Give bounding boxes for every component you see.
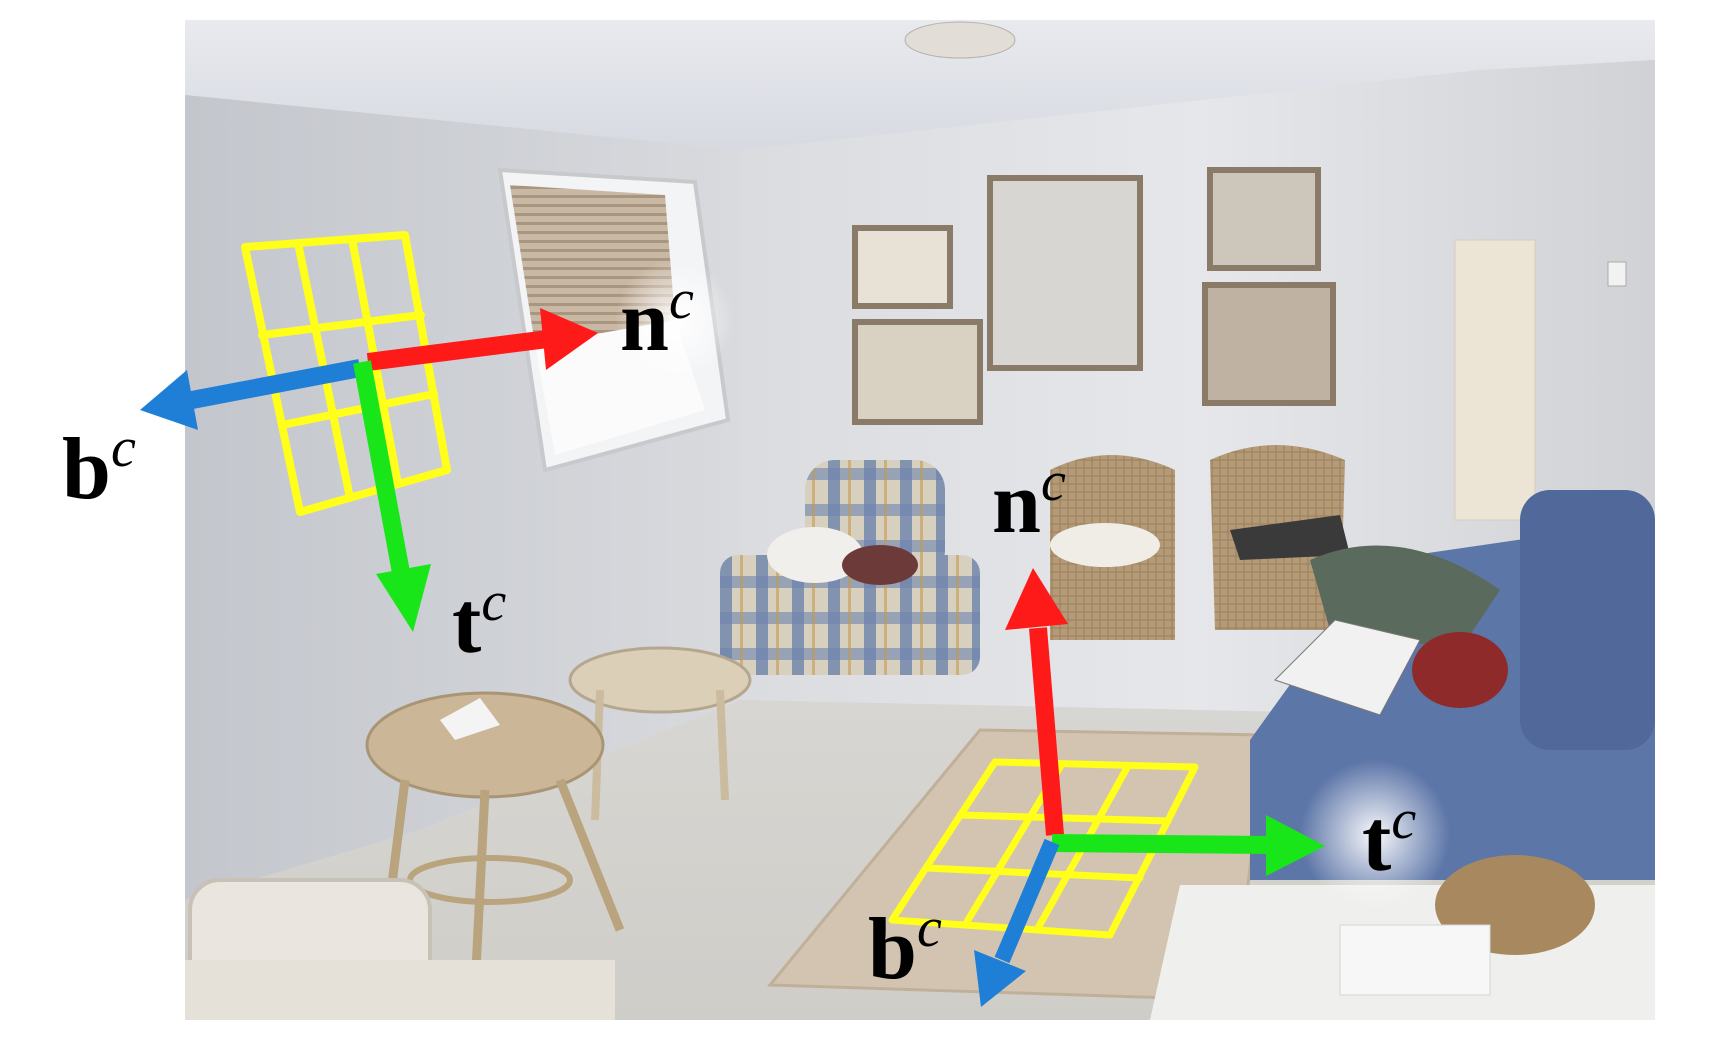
wall-normal-arrowhead xyxy=(540,308,598,370)
svg-text:tc: tc xyxy=(452,571,506,672)
glare-sofa xyxy=(1300,760,1450,910)
floor-normal-label-base: n xyxy=(992,455,1041,552)
wall-tangent-arrowhead xyxy=(376,564,431,632)
wall-frames xyxy=(852,167,1336,425)
light-switch xyxy=(1607,261,1627,287)
side-tables xyxy=(365,646,752,991)
floor-normal-arrowhead xyxy=(1005,568,1068,630)
floor-bitangent-arrow xyxy=(994,838,1060,964)
wall-bitangent-label: bc xyxy=(62,417,136,518)
foreground-table-left xyxy=(185,960,615,1020)
svg-text:nc: nc xyxy=(620,269,694,370)
floor-tangent-arrow xyxy=(1051,834,1273,854)
floor-normal-label: nc xyxy=(992,451,1066,552)
wall-normal-arrow xyxy=(366,330,550,371)
floor-tangent-label-sup: c xyxy=(1391,789,1416,851)
wall-bitangent-arrowhead xyxy=(140,370,198,430)
ceiling-light xyxy=(904,21,1016,59)
plaid-armchair xyxy=(720,460,980,675)
svg-text:nc: nc xyxy=(992,451,1066,552)
room-photo xyxy=(185,20,1655,1020)
wall-normal-label: nc xyxy=(620,269,694,370)
floor-tangent-arrowhead xyxy=(1266,815,1325,876)
glare-wall xyxy=(615,260,735,380)
floor-bitangent-label-sup: c xyxy=(917,897,942,959)
wall-bitangent-label-sup: c xyxy=(111,417,136,479)
wall-tangent-label-base: t xyxy=(452,575,481,672)
wall-tangent-label-sup: c xyxy=(481,571,506,633)
wall-normal-label-base: n xyxy=(620,273,669,370)
svg-text:bc: bc xyxy=(62,417,136,518)
floor-normal-arrow xyxy=(1029,627,1064,836)
wall-bitangent-label-base: b xyxy=(62,421,111,518)
wall-tangent-label: tc xyxy=(452,571,506,672)
floor-lamp xyxy=(1454,239,1536,521)
papers xyxy=(1339,924,1491,996)
wall-normal-label-sup: c xyxy=(669,269,694,331)
floor-tangent-label-base: t xyxy=(1362,793,1391,890)
floor-tangent-label: tc xyxy=(1362,789,1416,890)
wall-frame-overlay xyxy=(140,231,598,632)
floor-frame-overlay xyxy=(888,568,1325,1007)
floor-bitangent-arrowhead xyxy=(974,950,1026,1007)
floor-bitangent-label: bc xyxy=(868,897,942,998)
wall-tangent-arrow xyxy=(353,360,411,580)
floor-normal-label-sup: c xyxy=(1041,451,1066,513)
wall-bitangent-arrow xyxy=(190,359,362,409)
wicker-chairs xyxy=(1050,445,1350,640)
floor-bitangent-label-base: b xyxy=(868,901,917,998)
svg-text:tc: tc xyxy=(1362,789,1416,890)
svg-text:bc: bc xyxy=(868,897,942,998)
